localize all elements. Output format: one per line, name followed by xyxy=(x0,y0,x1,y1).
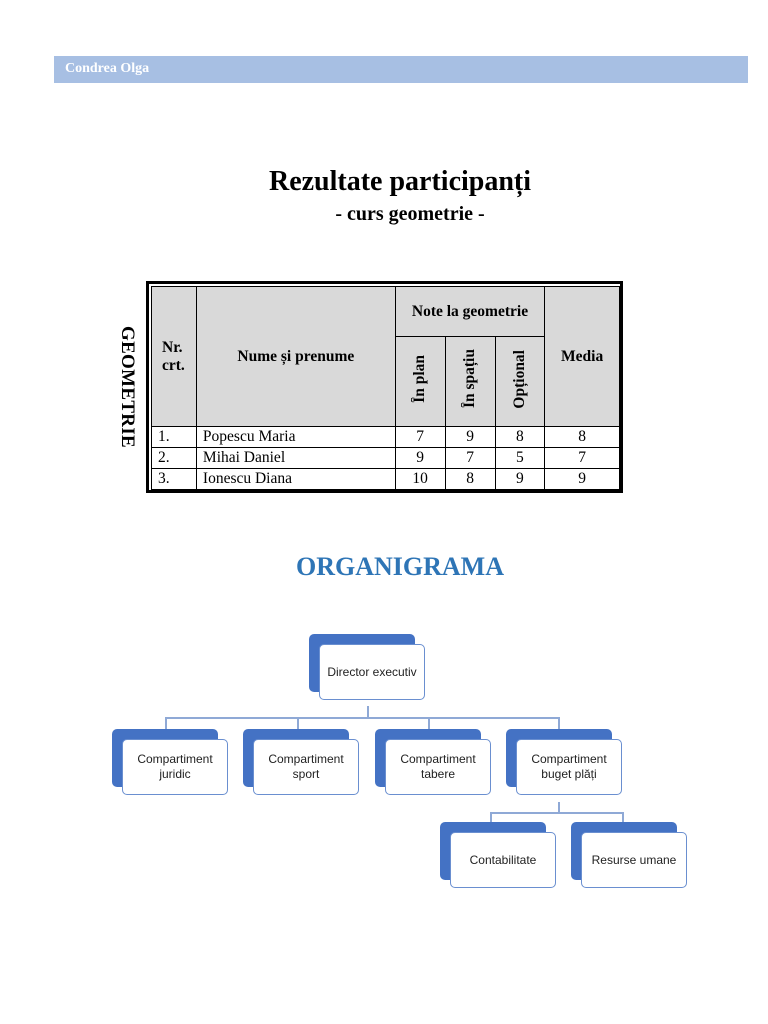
side-label-text: GEOMETRIE xyxy=(117,326,138,448)
header-spatiu-cell: În spațiu xyxy=(444,336,496,427)
org-node-box: Compartiment juridic xyxy=(122,739,228,795)
row-optional: 9 xyxy=(494,468,546,490)
row-name: Ionescu Diana xyxy=(195,468,396,490)
page-subtitle: - curs geometrie - xyxy=(335,203,485,225)
org-node-label: Compartiment juridic xyxy=(137,752,213,781)
connector xyxy=(165,717,167,731)
connector xyxy=(490,812,492,824)
results-table-frame: Nr. crt. Nume și prenume Note la geometr… xyxy=(146,281,623,493)
row-plan: 7 xyxy=(394,426,446,448)
table-row: 1. Popescu Maria 7 9 8 8 xyxy=(151,426,620,448)
org-node-box: Director executiv xyxy=(319,644,425,700)
header-group: Note la geometrie xyxy=(394,286,546,337)
side-label: GEOMETRIE xyxy=(116,326,142,454)
row-spatiu: 7 xyxy=(444,447,496,469)
header-nr: Nr. crt. xyxy=(151,286,197,427)
header-plan: În plan xyxy=(411,355,429,403)
org-node-box: Contabilitate xyxy=(450,832,556,888)
header-optional-cell: Opțional xyxy=(494,336,546,427)
author-name: Condrea Olga xyxy=(65,61,150,76)
connector xyxy=(428,717,430,731)
org-node-box: Compartiment tabere xyxy=(385,739,491,795)
header-bar: Condrea Olga xyxy=(54,56,748,83)
row-nr: 2. xyxy=(151,447,197,469)
results-table: Nr. crt. Nume și prenume Note la geometr… xyxy=(151,286,620,490)
connector xyxy=(297,717,299,731)
org-node-label: Compartiment sport xyxy=(268,752,344,781)
header-media: Media xyxy=(544,286,620,427)
org-node-label: Director executiv xyxy=(327,664,417,679)
row-media: 8 xyxy=(544,426,620,448)
org-node-box: Compartiment sport xyxy=(253,739,359,795)
row-optional: 8 xyxy=(494,426,546,448)
row-spatiu: 9 xyxy=(444,426,496,448)
row-name: Popescu Maria xyxy=(195,426,396,448)
row-nr: 3. xyxy=(151,468,197,490)
row-plan: 10 xyxy=(394,468,446,490)
row-name: Mihai Daniel xyxy=(195,447,396,469)
connector xyxy=(490,812,624,814)
org-chart-title: ORGANIGRAMA xyxy=(296,552,504,581)
table-row: 2. Mihai Daniel 9 7 5 7 xyxy=(151,447,620,469)
org-node-label: Resurse umane xyxy=(591,852,677,867)
table-row: 3. Ionescu Diana 10 8 9 9 xyxy=(151,468,620,490)
org-node-label: Compartiment tabere xyxy=(400,752,476,781)
header-plan-cell: În plan xyxy=(394,336,446,427)
page-title: Rezultate participanți xyxy=(268,166,532,197)
row-media: 9 xyxy=(544,468,620,490)
org-node-box: Resurse umane xyxy=(581,832,687,888)
row-media: 7 xyxy=(544,447,620,469)
row-optional: 5 xyxy=(494,447,546,469)
org-node-label: Compartiment buget plăți xyxy=(531,752,607,781)
connector xyxy=(165,717,560,719)
org-node-box: Compartiment buget plăți xyxy=(516,739,622,795)
connector xyxy=(558,802,560,813)
connector xyxy=(558,717,560,731)
org-node-label: Contabilitate xyxy=(469,852,537,867)
header-spatiu: În spațiu xyxy=(461,349,479,409)
connector xyxy=(622,812,624,824)
row-spatiu: 8 xyxy=(444,468,496,490)
header-optional: Opțional xyxy=(510,349,528,409)
header-name: Nume și prenume xyxy=(195,286,396,427)
row-plan: 9 xyxy=(394,447,446,469)
connector xyxy=(367,706,369,718)
row-nr: 1. xyxy=(151,426,197,448)
